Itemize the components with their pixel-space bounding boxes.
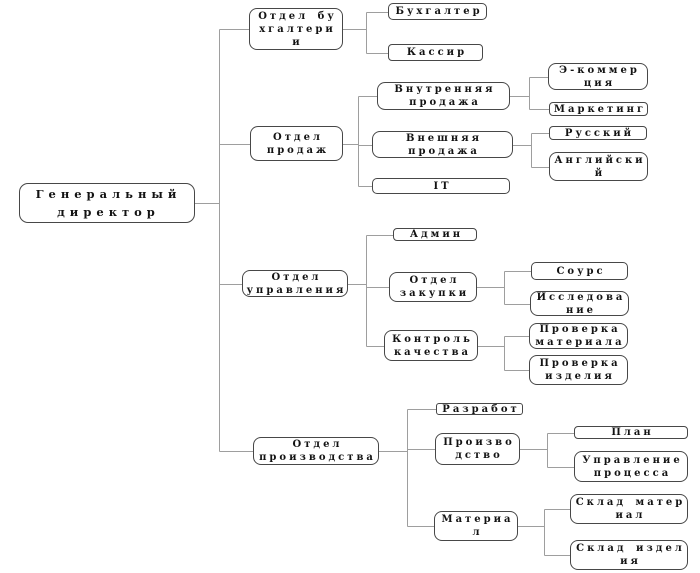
org-node-check-material[interactable]: Проверка материала xyxy=(529,323,628,349)
org-node-label-line: Бухгалтер xyxy=(395,6,483,17)
org-node-label-line: продажа xyxy=(409,97,481,108)
org-node-label-line: л xyxy=(472,527,483,538)
org-node-label-line: дство xyxy=(455,450,503,461)
org-node-internal-sales[interactable]: Внутренняя продажа xyxy=(377,82,510,110)
org-node-check-product[interactable]: Проверка изделия xyxy=(529,355,628,385)
org-node-label-line: продажа xyxy=(408,145,480,157)
org-node-material[interactable]: Материа л xyxy=(434,511,518,541)
org-node-label-line: Разработ xyxy=(442,403,520,415)
org-node-russian[interactable]: Русский xyxy=(549,126,647,140)
org-node-label-line: ция xyxy=(583,77,616,89)
org-node-accountant[interactable]: Бухгалтер xyxy=(388,3,487,20)
org-node-label-line: Генеральный xyxy=(35,187,182,201)
org-node-label-line: хгалтери xyxy=(259,23,336,35)
org-node-production[interactable]: Произво дство xyxy=(435,433,520,465)
org-node-label-line: Проверка xyxy=(539,358,621,369)
org-node-dept-production[interactable]: Отдел производства xyxy=(253,437,379,465)
org-node-label-line: Английски xyxy=(554,154,646,166)
org-node-label-line: Проверка xyxy=(539,324,621,335)
org-node-label-line: Э-коммер xyxy=(559,64,640,76)
org-node-label-line: Внутренняя xyxy=(394,84,496,95)
org-node-admin[interactable]: Админ xyxy=(393,228,477,241)
org-node-label-line: ия xyxy=(620,556,641,567)
org-node-cashier[interactable]: Кассир xyxy=(388,44,483,61)
org-node-it[interactable]: IT xyxy=(372,178,510,194)
org-node-label-line: й xyxy=(594,167,606,179)
org-node-general-director[interactable]: Генеральный директор xyxy=(19,183,195,223)
org-node-label-line: директор xyxy=(57,205,160,219)
org-node-label-line: Склад издел xyxy=(576,543,685,554)
org-node-label-line: продаж xyxy=(266,144,330,156)
org-node-label-line: Склад матер xyxy=(575,497,686,508)
org-node-label-line: Произво xyxy=(443,437,515,448)
org-node-label-line: Исследова xyxy=(536,291,626,303)
org-node-label-line: Маркетинг xyxy=(553,103,647,115)
org-node-label-line: Админ xyxy=(409,229,464,240)
org-node-label-line: Отдел xyxy=(409,275,460,286)
org-node-label-line: материала xyxy=(535,337,625,348)
org-node-marketing[interactable]: Маркетинг xyxy=(549,102,648,116)
org-node-label-line: Контроль xyxy=(392,333,473,345)
org-node-label-line: Отдел xyxy=(273,131,323,143)
org-node-warehouse-product[interactable]: Склад издел ия xyxy=(570,540,688,570)
org-node-label-line: ние xyxy=(565,304,597,316)
org-node-label-line: изделия xyxy=(545,371,615,382)
org-node-label-line: План xyxy=(611,427,654,438)
org-node-label-line: закупки xyxy=(399,288,470,299)
org-node-label-line: качества xyxy=(393,346,472,358)
org-node-label-line: и xyxy=(292,36,303,48)
org-node-label-line: управления xyxy=(246,284,347,296)
org-node-label-line: Управление xyxy=(582,454,683,466)
org-node-develop[interactable]: Разработ xyxy=(436,403,523,415)
org-node-label-line: Отдел xyxy=(271,271,322,283)
org-node-label-line: Отдел бу xyxy=(258,10,337,22)
org-node-label-line: IT xyxy=(433,180,452,192)
org-node-label-line: иал xyxy=(615,510,646,521)
org-node-label-line: производства xyxy=(259,452,376,463)
org-node-purchasing[interactable]: Отдел закупки xyxy=(389,272,477,302)
org-node-label-line: Русский xyxy=(564,127,635,139)
org-node-plan[interactable]: План xyxy=(574,426,688,439)
org-node-label-line: Соурс xyxy=(556,265,606,277)
org-node-label-line: Кассир xyxy=(406,47,468,58)
org-node-label-line: Отдел xyxy=(292,439,343,450)
org-node-source[interactable]: Соурс xyxy=(531,262,628,280)
org-node-label-line: Внешняя xyxy=(406,132,482,144)
org-node-warehouse-material[interactable]: Склад матер иал xyxy=(570,494,688,524)
org-node-label-line: Материа xyxy=(441,514,514,525)
org-node-label-line: процесса xyxy=(593,467,672,479)
